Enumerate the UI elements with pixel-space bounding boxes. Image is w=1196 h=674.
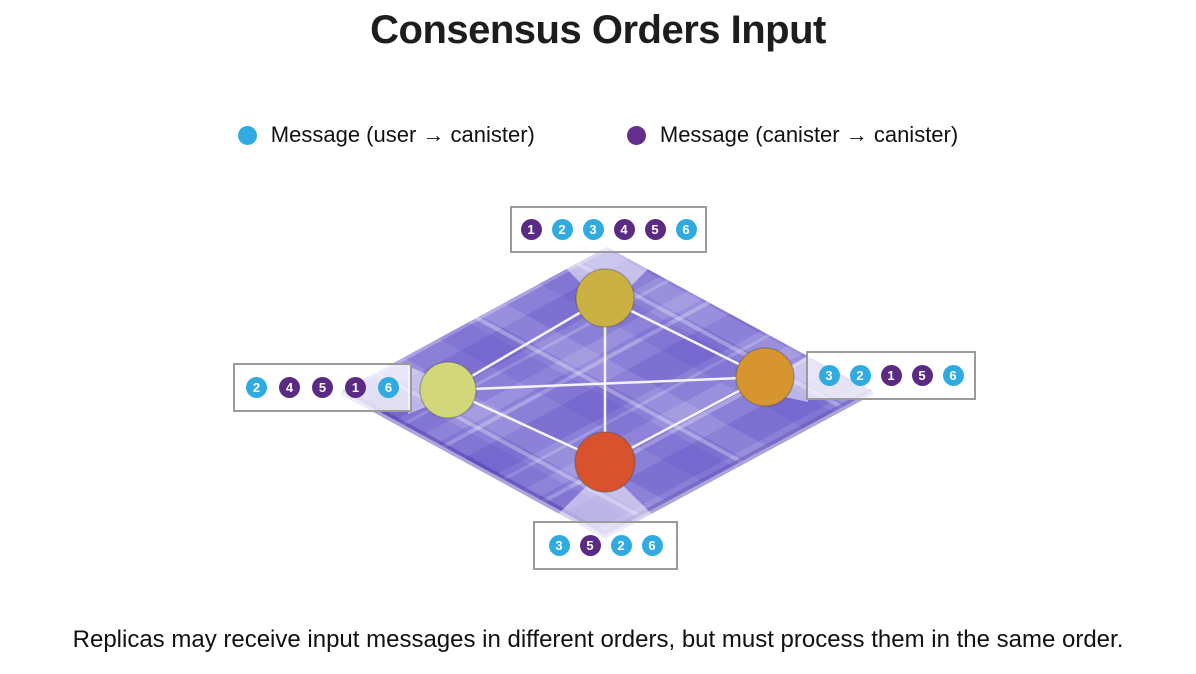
message-chip-4-canister: 4 — [613, 219, 635, 240]
message-chip-2-user: 2 — [610, 535, 632, 556]
replica-node-top — [575, 268, 635, 328]
message-chip-6-user: 6 — [675, 219, 697, 240]
message-chip-2-user: 2 — [849, 365, 871, 386]
edge-left-right — [447, 375, 766, 392]
legend-item-user-message: Message (user → canister) — [237, 122, 535, 148]
message-chip-3-user: 3 — [582, 219, 604, 240]
legend-label-user-message: Message (user → canister) — [270, 122, 535, 147]
blue-dot-icon — [237, 125, 257, 145]
message-chip-6-user: 6 — [378, 377, 399, 398]
legend: Message (user → canister) Message (canis… — [0, 122, 1196, 148]
message-chip-2-user: 2 — [246, 377, 267, 398]
edge-top-right — [604, 296, 766, 379]
message-chip-4-canister: 4 — [279, 377, 300, 398]
edge-top-left — [447, 296, 606, 392]
plaid-diamond — [340, 247, 874, 539]
edge-right-bottom — [604, 375, 766, 464]
message-chip-5-canister: 5 — [312, 377, 333, 398]
message-chip-1-canister: 1 — [520, 219, 542, 240]
page-title: Consensus Orders Input — [370, 8, 826, 52]
message-chip-5-canister: 5 — [911, 365, 933, 386]
replica-node-left — [419, 361, 477, 419]
replica-node-bottom — [574, 431, 636, 493]
message-chip-3-user: 3 — [548, 535, 570, 556]
purple-dot-icon — [626, 125, 646, 145]
message-chip-2-user: 2 — [551, 219, 573, 240]
message-chip-6-user: 6 — [942, 365, 964, 386]
legend-label-canister-message: Message (canister → canister) — [659, 122, 959, 147]
message-chip-1-canister: 1 — [880, 365, 902, 386]
message-chip-5-canister: 5 — [644, 219, 666, 240]
message-chip-5-canister: 5 — [579, 535, 601, 556]
message-chip-1-canister: 1 — [345, 377, 366, 398]
message-chip-3-user: 3 — [818, 365, 840, 386]
replica-nodes — [419, 268, 795, 493]
message-chip-6-user: 6 — [641, 535, 663, 556]
caption-text: Replicas may receive input messages in d… — [72, 626, 1124, 653]
replica-node-right — [735, 347, 795, 407]
legend-item-canister-message: Message (canister → canister) — [626, 122, 959, 148]
